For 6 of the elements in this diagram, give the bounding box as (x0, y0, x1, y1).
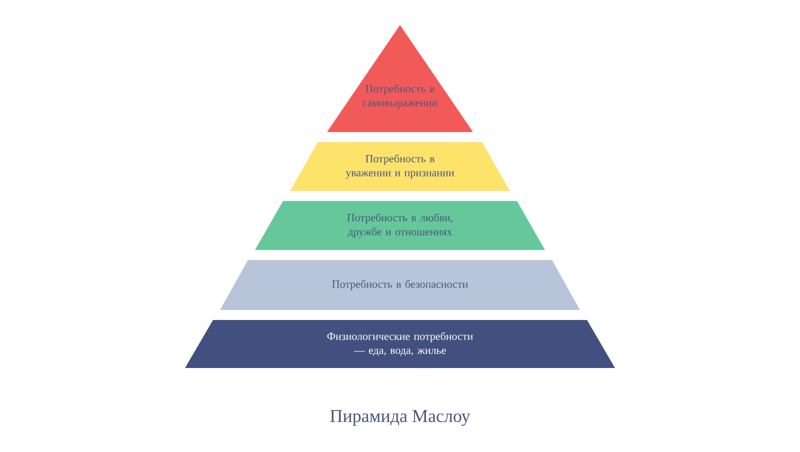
pyramid-tier: Физиологические потребности — еда, вода, жилье (185, 320, 615, 368)
pyramid-tier: Потребность в безопасности (220, 260, 580, 310)
pyramid-tier: Потребность в уважении и признании (290, 142, 510, 191)
pyramid-tier: Потребность в самовыражении (327, 25, 473, 132)
pyramid-tier: Потребность в любви, дружбе и отношениях (255, 201, 545, 250)
caption: Пирамида Маслоу (330, 410, 470, 426)
